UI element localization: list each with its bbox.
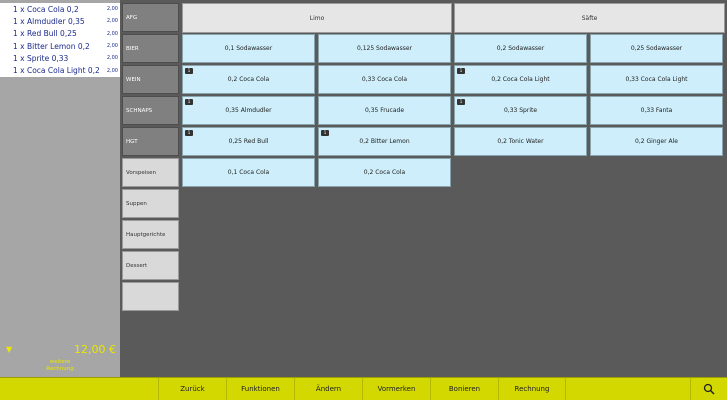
product-label: 0,33 Sprite xyxy=(503,107,538,114)
order-line-text: 1 x Coca Cola Light 0,2 xyxy=(13,66,100,76)
double-chevron-down-icon[interactable]: ▼ xyxy=(6,345,13,354)
order-line-price: 2,00 xyxy=(106,43,118,50)
product-button[interactable]: 0,33 Coca Cola Light xyxy=(590,65,723,94)
order-line-price: 2,00 xyxy=(106,6,118,13)
product-label: 0,2 Tonic Water xyxy=(497,138,544,145)
order-line-text: 1 x Sprite 0,33 xyxy=(13,53,69,63)
order-line[interactable]: 1 x Coca Cola Light 0,2 2,00 xyxy=(0,64,120,76)
product-label: 0,25 Sodawasser xyxy=(630,45,683,52)
product-label: 0,33 Coca Cola xyxy=(361,76,408,83)
category-empty[interactable] xyxy=(122,282,179,311)
product-label: 0,2 Sodawasser xyxy=(496,45,545,52)
total-amount: 12,00 € xyxy=(74,343,116,356)
product-button[interactable]: 0,1 Coca Cola xyxy=(182,158,315,187)
category-hgt[interactable]: HGT xyxy=(122,127,179,156)
product-button[interactable]: 1 0,33 Sprite xyxy=(454,96,587,125)
product-button[interactable]: 0,2 Ginger Ale xyxy=(590,127,723,156)
product-label: 0,2 Coca Cola Light xyxy=(491,76,550,83)
product-button[interactable]: 1 0,2 Bitter Lemon xyxy=(318,127,451,156)
order-line[interactable]: 1 x Red Bull 0,25 2,00 xyxy=(0,28,120,40)
category-suppen[interactable]: Suppen xyxy=(122,189,179,218)
product-label: 0,2 Ginger Ale xyxy=(635,138,678,145)
quantity-badge: 1 xyxy=(185,130,193,136)
order-panel: 1 x Coca Cola 0,2 2,00 1 x Almdudler 0,3… xyxy=(0,0,120,377)
order-line-price: 2,00 xyxy=(106,18,118,25)
quantity-badge: 1 xyxy=(457,68,465,74)
order-line[interactable]: 1 x Coca Cola 0,2 2,00 xyxy=(0,3,120,15)
product-label: 0,2 Coca Cola xyxy=(227,76,270,83)
search-icon xyxy=(703,383,715,395)
header-saefte[interactable]: Säfte xyxy=(454,3,725,33)
quantity-badge: 1 xyxy=(185,68,193,74)
search-button[interactable] xyxy=(690,378,727,400)
order-line-price: 2,00 xyxy=(106,67,118,74)
quantity-badge: 1 xyxy=(321,130,329,136)
product-button[interactable]: 1 0,25 Red Bull xyxy=(182,127,315,156)
order-line[interactable]: 1 x Bitter Lemon 0,2 2,00 xyxy=(0,40,120,52)
product-label: 0,1 Sodawasser xyxy=(224,45,273,52)
total-area: ▼ 12,00 € weitere Rechnung xyxy=(0,340,120,377)
further-invoice-label[interactable]: weitere xyxy=(49,359,71,365)
order-line-price: 2,00 xyxy=(106,55,118,62)
product-button[interactable]: 0,2 Tonic Water xyxy=(454,127,587,156)
back-button[interactable]: Zurück xyxy=(158,378,226,400)
invoice-button[interactable]: Rechnung xyxy=(498,378,566,400)
order-list: 1 x Coca Cola 0,2 2,00 1 x Almdudler 0,3… xyxy=(0,3,120,77)
product-button[interactable]: 0,33 Coca Cola xyxy=(318,65,451,94)
product-label: 0,2 Bitter Lemon xyxy=(359,138,410,145)
quantity-badge: 1 xyxy=(185,99,193,105)
product-label: 0,35 Frucade xyxy=(364,107,405,114)
product-label: 0,1 Coca Cola xyxy=(227,169,270,176)
order-line-text: 1 x Bitter Lemon 0,2 xyxy=(13,41,90,51)
product-button[interactable]: 0,1 Sodawasser xyxy=(182,34,315,63)
change-button[interactable]: Ändern xyxy=(294,378,362,400)
order-button[interactable]: Bonieren xyxy=(430,378,498,400)
category-dessert[interactable]: Dessert xyxy=(122,251,179,280)
product-button[interactable]: 1 0,35 Almdudler xyxy=(182,96,315,125)
order-line[interactable]: 1 x Almdudler 0,35 2,00 xyxy=(0,15,120,27)
category-wein[interactable]: WEIN xyxy=(122,65,179,94)
product-label: 0,2 Coca Cola xyxy=(363,169,406,176)
category-bier[interactable]: BIER xyxy=(122,34,179,63)
product-label: 0,35 Almdudler xyxy=(225,107,272,114)
order-line-text: 1 x Coca Cola 0,2 xyxy=(13,4,79,14)
product-button[interactable]: 0,2 Coca Cola xyxy=(318,158,451,187)
product-label: 0,25 Red Bull xyxy=(228,138,269,145)
quantity-badge: 1 xyxy=(457,99,465,105)
header-limo[interactable]: Limo xyxy=(182,3,452,33)
product-button[interactable]: 0,33 Fanta xyxy=(590,96,723,125)
product-button[interactable]: 0,2 Sodawasser xyxy=(454,34,587,63)
category-hauptgerichte[interactable]: Hauptgerichte xyxy=(122,220,179,249)
product-label: 0,33 Fanta xyxy=(640,107,673,114)
product-button[interactable]: 1 0,2 Coca Cola Light xyxy=(454,65,587,94)
bottom-toolbar: Zurück Funktionen Ändern Vormerken Bonie… xyxy=(0,377,727,400)
invoice-label[interactable]: Rechnung xyxy=(46,366,74,372)
product-button[interactable]: 1 0,2 Coca Cola xyxy=(182,65,315,94)
reserve-button[interactable]: Vormerken xyxy=(362,378,430,400)
order-line-text: 1 x Almdudler 0,35 xyxy=(13,16,85,26)
category-vorspeisen[interactable]: Vorspeisen xyxy=(122,158,179,187)
category-schnaps[interactable]: SCHNAPS xyxy=(122,96,179,125)
product-label: 0,33 Coca Cola Light xyxy=(625,76,688,83)
category-afg[interactable]: AFG xyxy=(122,3,179,32)
product-button[interactable]: 0,125 Sodawasser xyxy=(318,34,451,63)
product-button[interactable]: 0,25 Sodawasser xyxy=(590,34,723,63)
product-label: 0,125 Sodawasser xyxy=(356,45,413,52)
product-button[interactable]: 0,35 Frucade xyxy=(318,96,451,125)
functions-button[interactable]: Funktionen xyxy=(226,378,294,400)
order-line-price: 2,00 xyxy=(106,30,118,37)
order-line[interactable]: 1 x Sprite 0,33 2,00 xyxy=(0,52,120,64)
order-line-text: 1 x Red Bull 0,25 xyxy=(13,29,77,39)
